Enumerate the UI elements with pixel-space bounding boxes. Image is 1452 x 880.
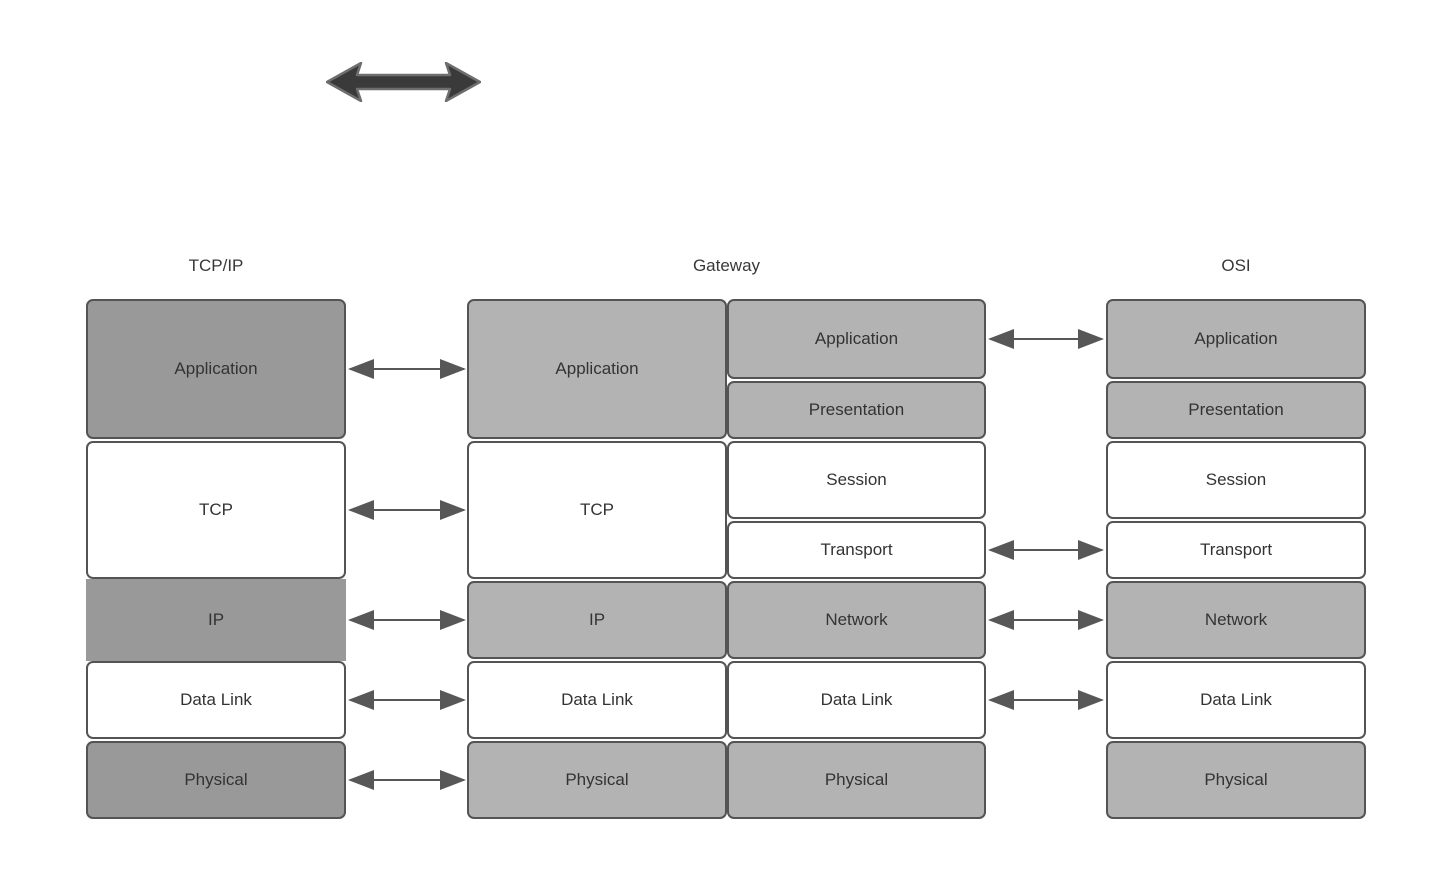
layer-box-tcpip-physical: Physical [86, 741, 346, 819]
layer-box-gateway-right-network: Network [727, 581, 986, 659]
layer-box-osi-transport: Transport [1106, 521, 1366, 579]
layer-box-gateway-left-application: Application [467, 299, 727, 439]
layer-box-gateway-right-presentation: Presentation [727, 381, 986, 439]
layer-box-gateway-right-transport: Transport [727, 521, 986, 579]
layer-box-osi-physical: Physical [1106, 741, 1366, 819]
column-header-osi: OSI [1221, 256, 1251, 275]
column-header-tcpip: TCP/IP [188, 256, 244, 275]
double-headed-arrow-icon [326, 62, 481, 102]
layer-box-gateway-right-application: Application [727, 299, 986, 379]
layer-box-tcpip-tcp: TCP [86, 441, 346, 579]
layer-box-tcpip-application: Application [86, 299, 346, 439]
layer-box-osi-application: Application [1106, 299, 1366, 379]
layer-box-gateway-left-data-link: Data Link [467, 661, 727, 739]
layer-box-gateway-left-tcp: TCP [467, 441, 727, 579]
layer-box-gateway-left-physical: Physical [467, 741, 727, 819]
layer-box-gateway-right-physical: Physical [727, 741, 986, 819]
layer-box-gateway-right-session: Session [727, 441, 986, 519]
layer-box-gateway-left-ip: IP [467, 581, 727, 659]
layer-box-osi-presentation: Presentation [1106, 381, 1366, 439]
layer-box-gateway-right-data-link: Data Link [727, 661, 986, 739]
layer-box-osi-network: Network [1106, 581, 1366, 659]
layer-box-osi-data-link: Data Link [1106, 661, 1366, 739]
column-header-gateway: Gateway [692, 256, 761, 275]
layer-box-tcpip-data-link: Data Link [86, 661, 346, 739]
layer-box-osi-session: Session [1106, 441, 1366, 519]
layer-box-tcpip-ip: IP [86, 579, 346, 661]
